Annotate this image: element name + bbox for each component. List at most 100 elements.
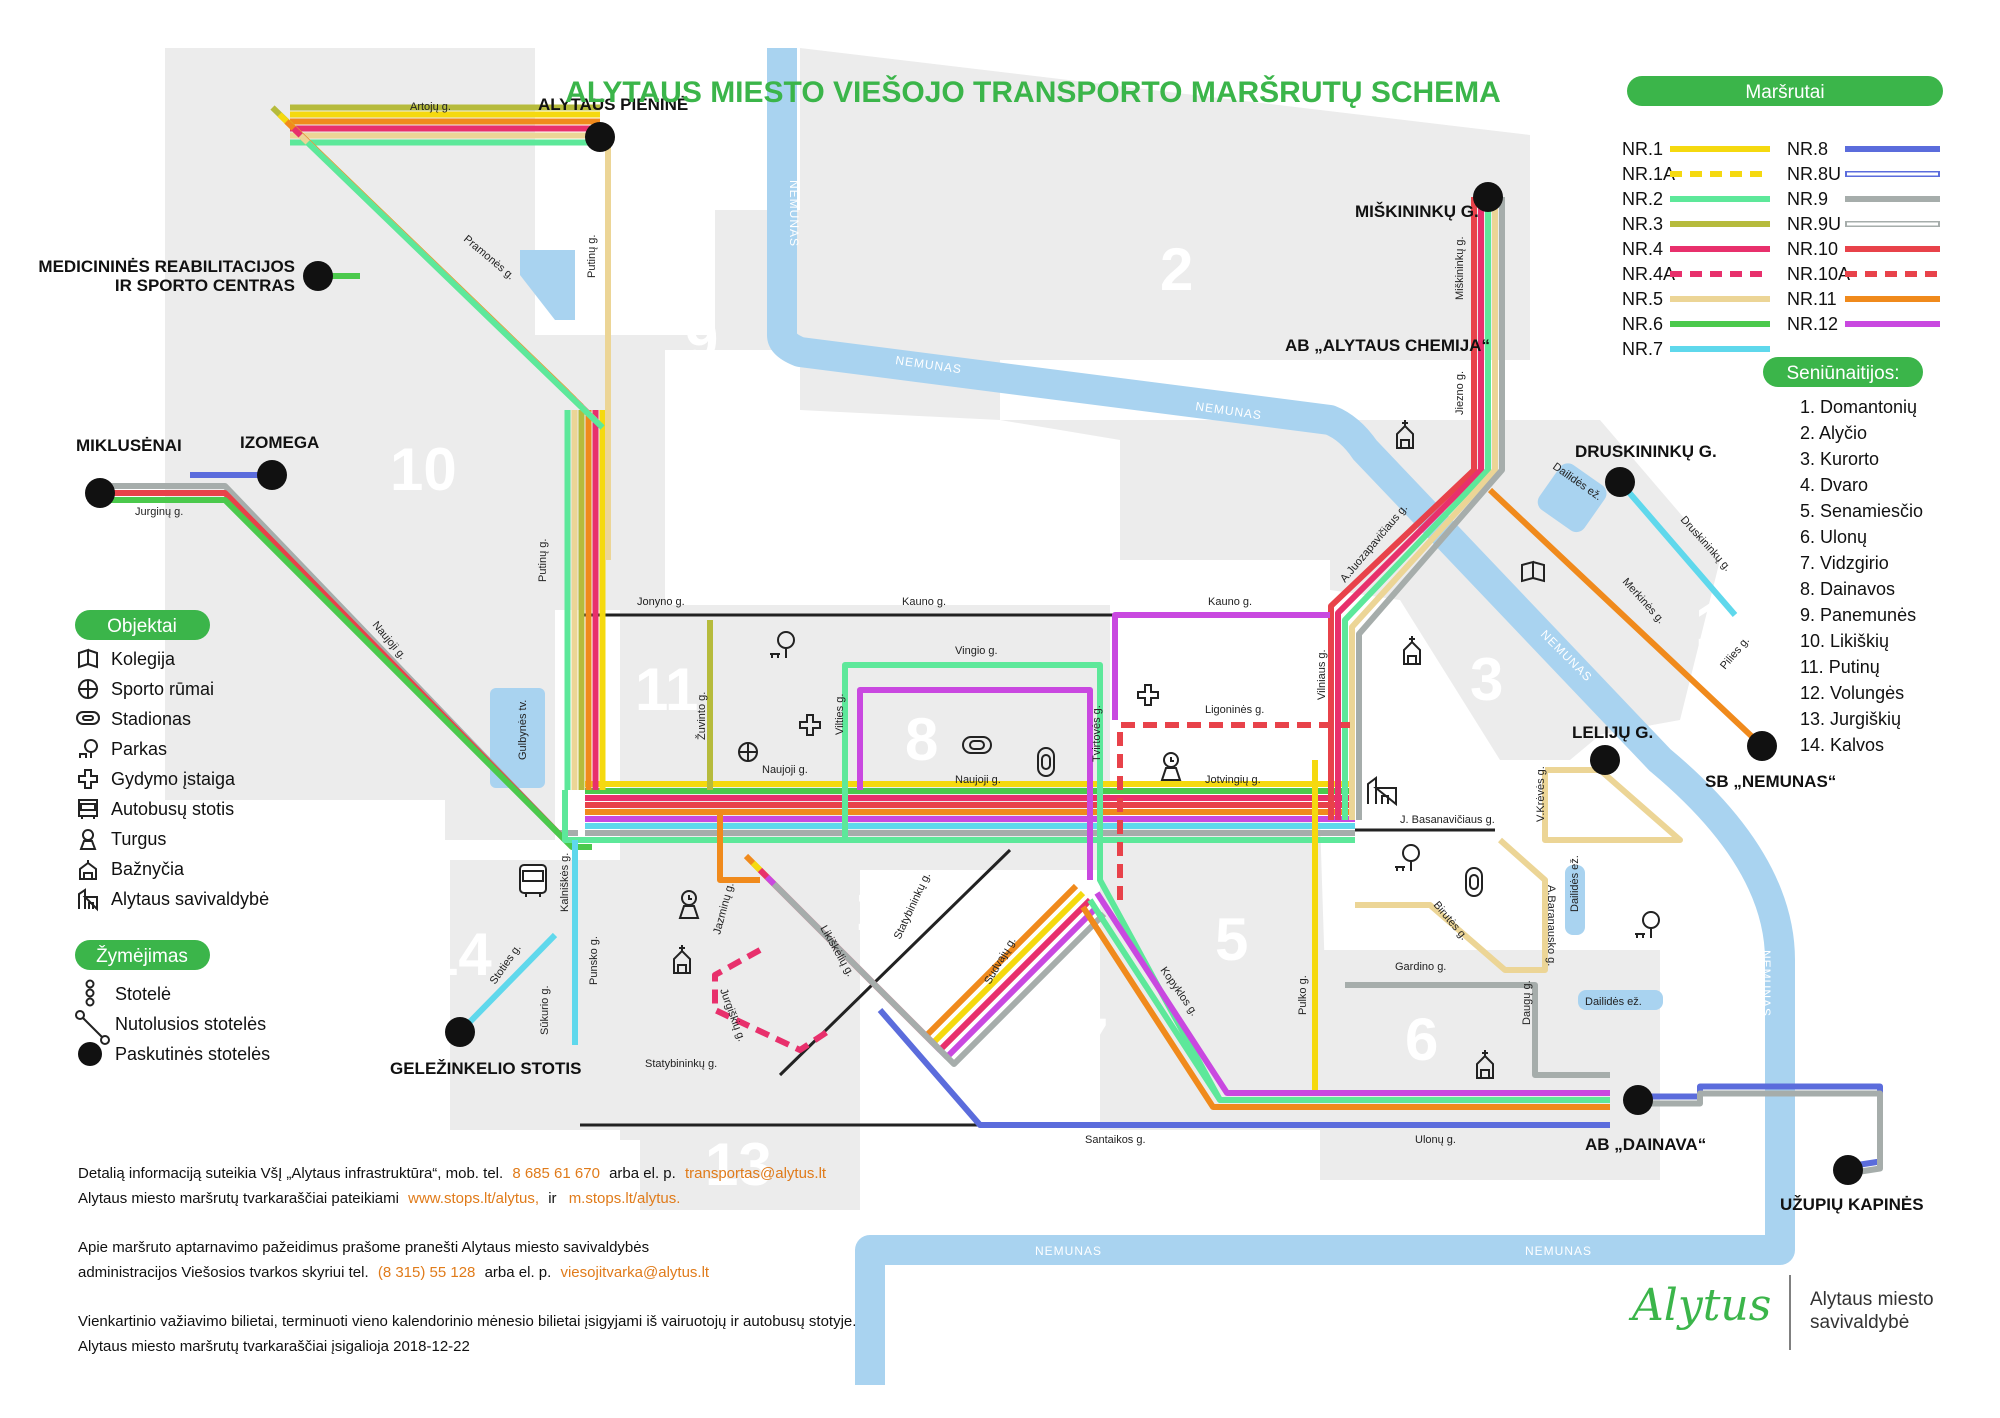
street-label-kauno-2: Kauno g.: [1208, 596, 1252, 608]
route-line-nr9-likiskeliu: [771, 881, 1107, 1067]
info-line-4-b: arba el. p.: [485, 1264, 552, 1281]
route-line-nr12-kopyklos: [1094, 891, 1610, 1096]
seniunaitija-item-8: 8. Dainavos: [1800, 579, 1895, 599]
river-label-1: NEMUNAS: [787, 180, 801, 247]
zymejimas-label-terminal: Paskutinės stotelės: [115, 1044, 270, 1064]
terminal-label-chemija: AB „ALYTAUS CHEMIJA“: [1285, 336, 1490, 355]
seniunaitija-item-12: 12. Volungės: [1800, 683, 1904, 703]
zymejimas-heading: Žymėjimas: [96, 945, 188, 967]
park-icon: [1635, 911, 1660, 938]
seniunaitija-item-13: 13. Jurgiškių: [1800, 709, 1901, 729]
street-label-gulbynes: Gulbynės tv.: [517, 700, 529, 760]
park-icon: [79, 739, 98, 758]
route-legend-label-nr5: NR.5: [1622, 289, 1663, 309]
info-email-1[interactable]: transportas@alytus.lt: [685, 1165, 827, 1182]
district-area-5: [1100, 820, 1330, 1130]
bus-icon: [519, 864, 547, 897]
lake-dailides-2: [1578, 990, 1663, 1010]
zymejimas-label-remote: Nutolusios stotelės: [115, 1014, 266, 1034]
logo-name-2: savivaldybė: [1810, 1312, 1909, 1333]
street-label-jotvingiu: Jotvingių g.: [1205, 774, 1261, 786]
terminal-label-med-1: MEDICININĖS REABILITACIJOS: [38, 257, 295, 276]
terminal-dot-leliju[interactable]: [1590, 745, 1620, 775]
route-line-nr5-miskininku: [1349, 197, 1498, 820]
seniunaitija-item-1: 1. Domantonių: [1800, 397, 1917, 417]
info-url-1[interactable]: www.stops.lt/alytus,: [407, 1190, 539, 1207]
route-legend-label-nr8: NR.8: [1787, 139, 1828, 159]
river-label-7: NEMUNAS: [1525, 1244, 1592, 1258]
terminal-dot-uzupiu[interactable]: [1833, 1155, 1863, 1185]
info-line-2-b: ir: [548, 1190, 556, 1207]
district-area-14: [450, 860, 640, 1130]
route-legend-label-nr2: NR.2: [1622, 189, 1663, 209]
terminal-label-miklusenai: MIKLUSĖNAI: [76, 436, 182, 455]
info-phone-1[interactable]: 8 685 61 670: [512, 1165, 600, 1182]
bus-icon: [78, 799, 98, 819]
terminal-label-pienine: ALYTAUS PIENINĖ: [538, 95, 688, 114]
globe-icon: [78, 679, 98, 699]
route-line-nr9u-miskininku: [1356, 197, 1505, 820]
cross-icon: [78, 769, 98, 789]
info-phone-2[interactable]: (8 315) 55 128: [378, 1264, 476, 1281]
route-line-nr8-santaikos: [877, 1008, 1610, 1128]
info-block: Detalią informaciją suteikia VšĮ „Alytau…: [78, 1165, 856, 1355]
street-label-zuvinto: Žuvinto g.: [695, 692, 708, 740]
route-line-nr12-kauno-purple: [1112, 612, 1330, 720]
seniunaitija-item-10: 10. Likiškių: [1800, 631, 1889, 651]
info-line-4-a: administracijos Viešosios tvarkos skyriu…: [78, 1264, 369, 1281]
route-line-nr7-druskininku: [1617, 480, 1738, 617]
street-label-naujoji-3: Naujoji g.: [955, 774, 1001, 786]
objektai-label-9: Alytaus savivaldybė: [111, 889, 269, 909]
route-line-nr2-kopyklos: [1087, 898, 1610, 1103]
info-email-2[interactable]: viesojitvarka@alytus.lt: [560, 1264, 709, 1281]
terminal-dot-nemunas[interactable]: [1747, 731, 1777, 761]
book-icon: [78, 648, 98, 669]
terminal-dot-med[interactable]: [303, 261, 333, 291]
street-label-statybininku-2: Statybininkų g.: [645, 1058, 717, 1070]
globe-icon: [738, 742, 758, 762]
lake-dailides-1: [1565, 865, 1585, 935]
route-line-nr10-miskininku: [1328, 197, 1477, 820]
district-number-7: 7: [1075, 1006, 1108, 1073]
street-label-naujoji-2: Naujoji g.: [762, 764, 808, 776]
route-legend-label-nr4a: NR.4A: [1622, 264, 1675, 284]
route-legend-label-nr8u: NR.8U: [1787, 164, 1841, 184]
terminal-dot-druskininku[interactable]: [1605, 467, 1635, 497]
terminal-dot-miklusenai[interactable]: [85, 478, 115, 508]
terminal-label-gelezinkelio: GELEŽINKELIO STOTIS: [390, 1059, 581, 1078]
info-line-3: Apie maršruto aptarnavimo pažeidimus pra…: [78, 1239, 649, 1256]
street-label-jonyno: Jonyno g.: [637, 596, 685, 608]
terminal-dot-miskininku[interactable]: [1473, 182, 1503, 212]
district-numbers: 1 2 3 4 5 6 7 8 9 10 11 12 13 14: [390, 236, 1728, 1198]
route-legend-label-nr1a: NR.1A: [1622, 164, 1675, 184]
terminal-dot-izomega[interactable]: [257, 460, 287, 490]
route-line-nr7-stoties: [457, 932, 558, 1035]
zymejimas-label-stop: Stotelė: [115, 984, 171, 1004]
street-label-kalniskes: Kalniškės g.: [559, 853, 571, 912]
route-legend-label-nr11: NR.11: [1787, 289, 1837, 309]
district-area-9-10: [165, 48, 810, 840]
street-label-kauno-1: Kauno g.: [902, 596, 946, 608]
remote-stop-icon: [75, 1010, 110, 1045]
route-line-nr12-vilties-purple: [857, 687, 1093, 880]
route-line-nr2-miskininku: [1342, 197, 1491, 820]
seniunaitija-item-9: 9. Panemunės: [1800, 605, 1916, 625]
route-line-nr5-birutes: [1355, 837, 1548, 973]
terminal-dot-pienine[interactable]: [585, 122, 615, 152]
terminal-dot-dainava[interactable]: [1623, 1085, 1653, 1115]
street-label-jurginu: Jurginų g.: [135, 506, 183, 518]
park-icon: [1395, 844, 1420, 871]
route-legend-label-nr6: NR.6: [1622, 314, 1663, 334]
district-number-13: 13: [705, 1131, 772, 1198]
terminal-dot-gelezinkelio[interactable]: [445, 1017, 475, 1047]
market-icon: [1160, 752, 1182, 781]
seniunaitija-item-5: 5. Senamiesčio: [1800, 501, 1923, 521]
book-icon-path: [78, 648, 98, 669]
zymejimas-header: [75, 940, 210, 970]
terminal-label-druskininku: DRUSKININKŲ G.: [1575, 442, 1717, 461]
info-url-2[interactable]: m.stops.lt/alytus.: [569, 1190, 681, 1207]
terminal-label-dainava: AB „DAINAVA“: [1585, 1135, 1706, 1154]
river-nemunas: [767, 48, 1795, 1385]
